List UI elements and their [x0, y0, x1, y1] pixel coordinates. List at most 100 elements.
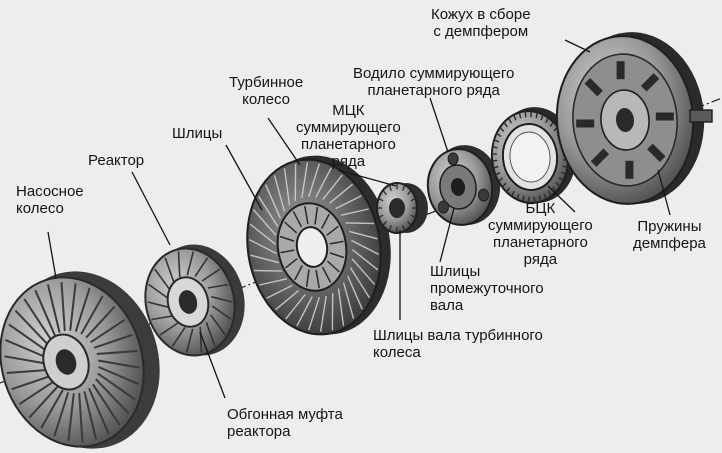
- ring-gear-tooth: [495, 171, 501, 176]
- pump-blade: [92, 383, 121, 426]
- ring-gear-tooth: [503, 121, 508, 128]
- planet-pinion: [438, 200, 449, 214]
- ring-gear-tooth: [506, 187, 511, 193]
- turbine-blade: [319, 295, 327, 332]
- turbine-blade: [337, 288, 345, 326]
- pump-impeller: [0, 271, 160, 449]
- turbine-hub-rib: [284, 221, 298, 234]
- turbine-blade: [265, 184, 282, 219]
- pump-blade: [78, 393, 84, 442]
- pump-blade: [40, 389, 64, 429]
- turbine-blade: [296, 296, 313, 327]
- label-turbine-shaft-splines: Шлицы вала турбинного колеса: [373, 327, 543, 361]
- pump-blade: [85, 305, 116, 339]
- damper-spring: [625, 160, 634, 179]
- planet-pinion: [478, 188, 489, 202]
- damper-spring: [640, 73, 660, 92]
- turbine-hub-rib: [321, 213, 330, 229]
- ring-gear-tooth: [492, 159, 498, 162]
- sun-gear-tooth: [388, 184, 392, 191]
- turbine-blade: [266, 284, 293, 299]
- turbine-blade: [351, 239, 380, 256]
- turbine-blade: [349, 267, 370, 299]
- ring-gear-tooth: [499, 127, 505, 132]
- ring-gear-tooth: [524, 111, 527, 118]
- turbine-hub-rib: [280, 249, 295, 254]
- pump-blade: [6, 369, 48, 374]
- ring-gear: [490, 107, 577, 204]
- ring-gear-tooth: [543, 193, 547, 200]
- label-reactor: Реактор: [88, 152, 145, 169]
- sun-gear-tooth: [407, 220, 412, 227]
- pump-blade: [74, 287, 91, 332]
- sun-gear: [376, 182, 428, 234]
- ring-gear-tooth: [493, 165, 499, 169]
- pump-blade: [4, 338, 46, 358]
- turbine-blade: [250, 254, 279, 264]
- ring-gear-tooth: [552, 186, 557, 193]
- sun-gear-tooth: [388, 225, 392, 232]
- turbine-blade: [308, 163, 320, 198]
- reactor-blade: [151, 315, 173, 321]
- turbine-hub-rib: [294, 265, 303, 281]
- pump-blade: [28, 385, 59, 419]
- pump-blade: [95, 378, 130, 415]
- sun-gear-tooth: [407, 189, 412, 196]
- damper-spring: [584, 78, 603, 97]
- pump-blade: [80, 295, 104, 335]
- ring-gear-tooth: [513, 114, 517, 121]
- ring-gear-tooth: [496, 132, 502, 137]
- ring-gear-tooth: [498, 177, 504, 182]
- ring-gear-tooth: [493, 139, 500, 143]
- turbine-hub-rib: [285, 258, 298, 269]
- reactor-blade: [199, 326, 203, 353]
- pump-blade: [69, 283, 77, 331]
- ring-gear-tooth: [562, 165, 568, 169]
- turbine-hub-rib: [329, 252, 345, 259]
- turbine-blade: [283, 168, 291, 206]
- turbine-hub-rib: [304, 205, 309, 225]
- sun-gear-tooth: [410, 197, 416, 202]
- ring-gear-tooth: [522, 195, 525, 202]
- label-carrier: Водило суммирующего планетарного ряда: [353, 65, 515, 99]
- housing-with-damper: [555, 32, 713, 205]
- pump-blade: [97, 372, 136, 401]
- pump-blade: [67, 393, 75, 441]
- turbine-hub-rib: [305, 269, 310, 288]
- sun-gear-tooth: [378, 197, 384, 202]
- reactor-blade: [211, 295, 233, 303]
- ring-gear-tooth: [547, 190, 553, 197]
- sun-gear-tooth: [382, 220, 387, 227]
- sun-gear-tooth: [402, 184, 406, 191]
- turbine-blade: [351, 249, 379, 271]
- planet-pinion: [447, 152, 459, 166]
- label-pump: Насосное колесо: [16, 183, 84, 217]
- turbine-blade: [315, 167, 332, 198]
- label-turbine: Турбинное колесо: [229, 74, 304, 108]
- turbine-hub-rib: [292, 210, 303, 228]
- sun-gear-tooth: [378, 214, 384, 219]
- label-springs: Пружины демпфера: [633, 218, 706, 252]
- turbine-hub-rib: [314, 206, 319, 225]
- label-housing: Кожух в сборе с демпфером: [431, 6, 531, 40]
- turbine-blade: [342, 282, 355, 319]
- reactor-blade: [201, 268, 221, 282]
- damper-spring: [655, 112, 674, 121]
- ring-gear-tooth: [518, 112, 522, 119]
- pump-blade: [34, 289, 56, 336]
- reactor-blade: [185, 328, 194, 353]
- ring-gear-tooth: [535, 112, 538, 119]
- turbine-hub-rib: [315, 269, 320, 289]
- reactor-blade: [164, 257, 175, 283]
- turbine-hub-rib: [329, 240, 344, 245]
- ring-gear-tooth: [492, 145, 498, 149]
- turbine-blade: [249, 223, 277, 245]
- ring-gear-tooth: [558, 177, 564, 182]
- reactor-blade: [159, 322, 179, 336]
- ring-gear-tooth: [533, 196, 536, 203]
- pump-blade: [88, 388, 110, 435]
- reactor-blade: [177, 251, 181, 278]
- turbine-hub-rib: [326, 260, 340, 273]
